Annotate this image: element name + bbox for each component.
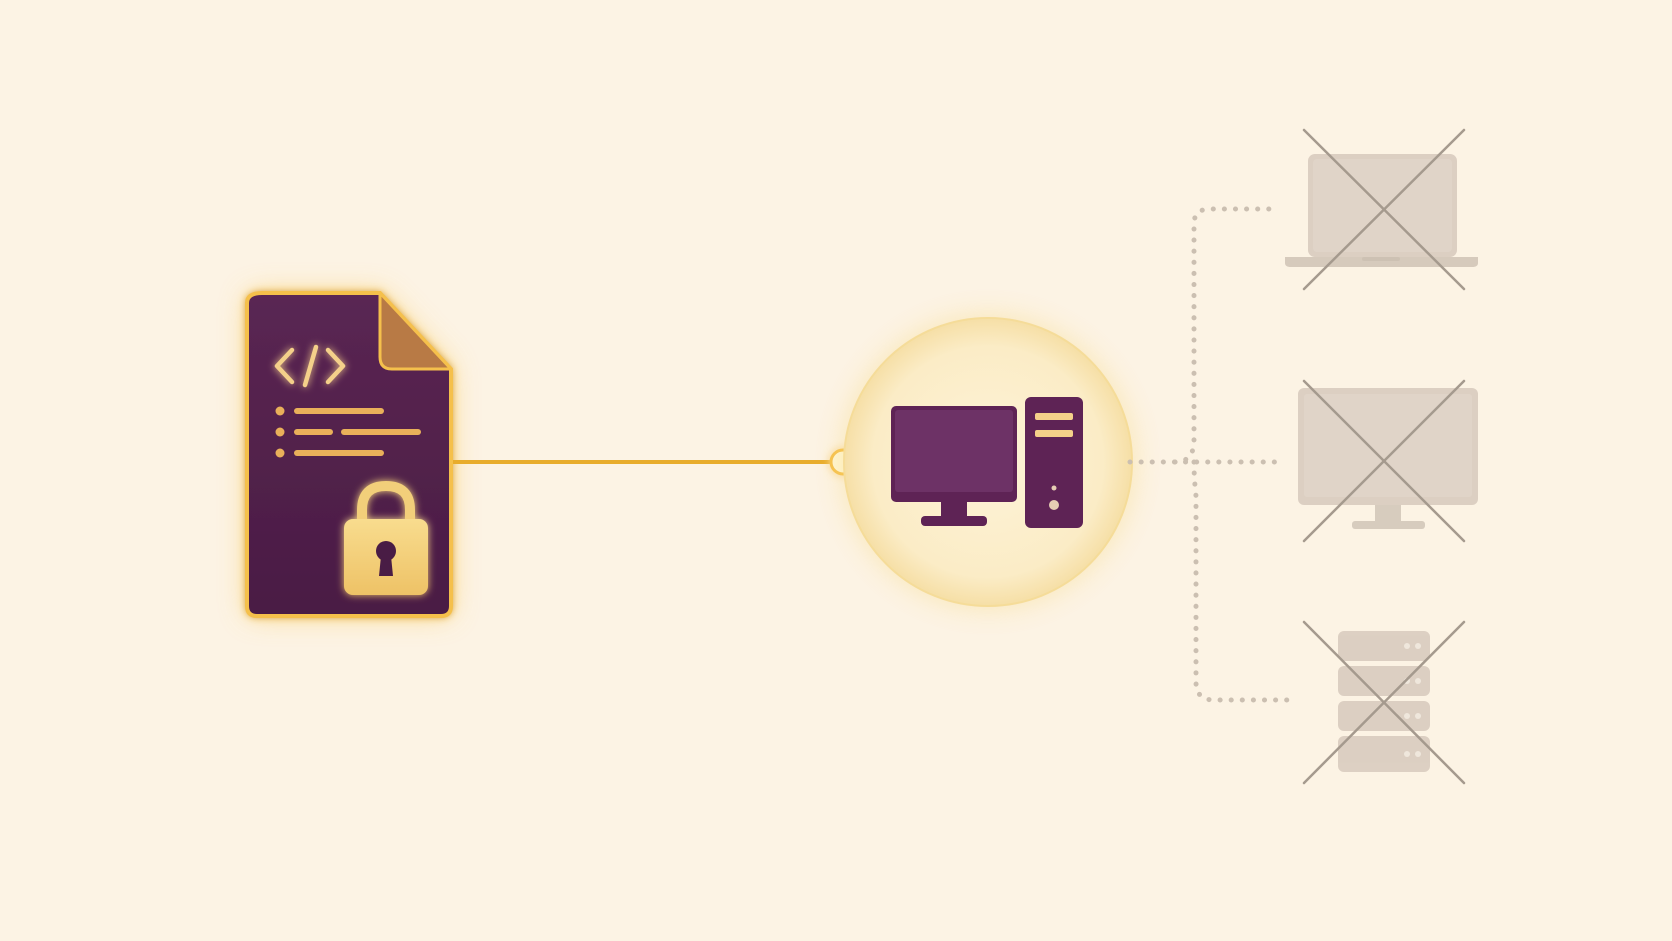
blocked-laptop (1285, 128, 1478, 291)
document-text-lines (275, 406, 421, 458)
blocked-cross-icon (1302, 128, 1466, 291)
blocked-server (1302, 620, 1466, 785)
padlock-icon (344, 480, 428, 595)
locked-code-document-icon (245, 291, 453, 618)
code-brackets-icon (274, 344, 346, 388)
blocked-monitor (1298, 379, 1478, 543)
target-computer-node (842, 316, 1134, 608)
server-rack-icon (1338, 631, 1430, 772)
monitor-icon (1298, 388, 1478, 529)
dotted-links (1127, 206, 1295, 703)
desktop-computer-icon (891, 397, 1083, 528)
blocked-cross-icon (1302, 379, 1466, 543)
blocked-cross-icon (1302, 620, 1466, 785)
laptop-icon (1285, 154, 1478, 267)
solid-link (453, 448, 857, 476)
